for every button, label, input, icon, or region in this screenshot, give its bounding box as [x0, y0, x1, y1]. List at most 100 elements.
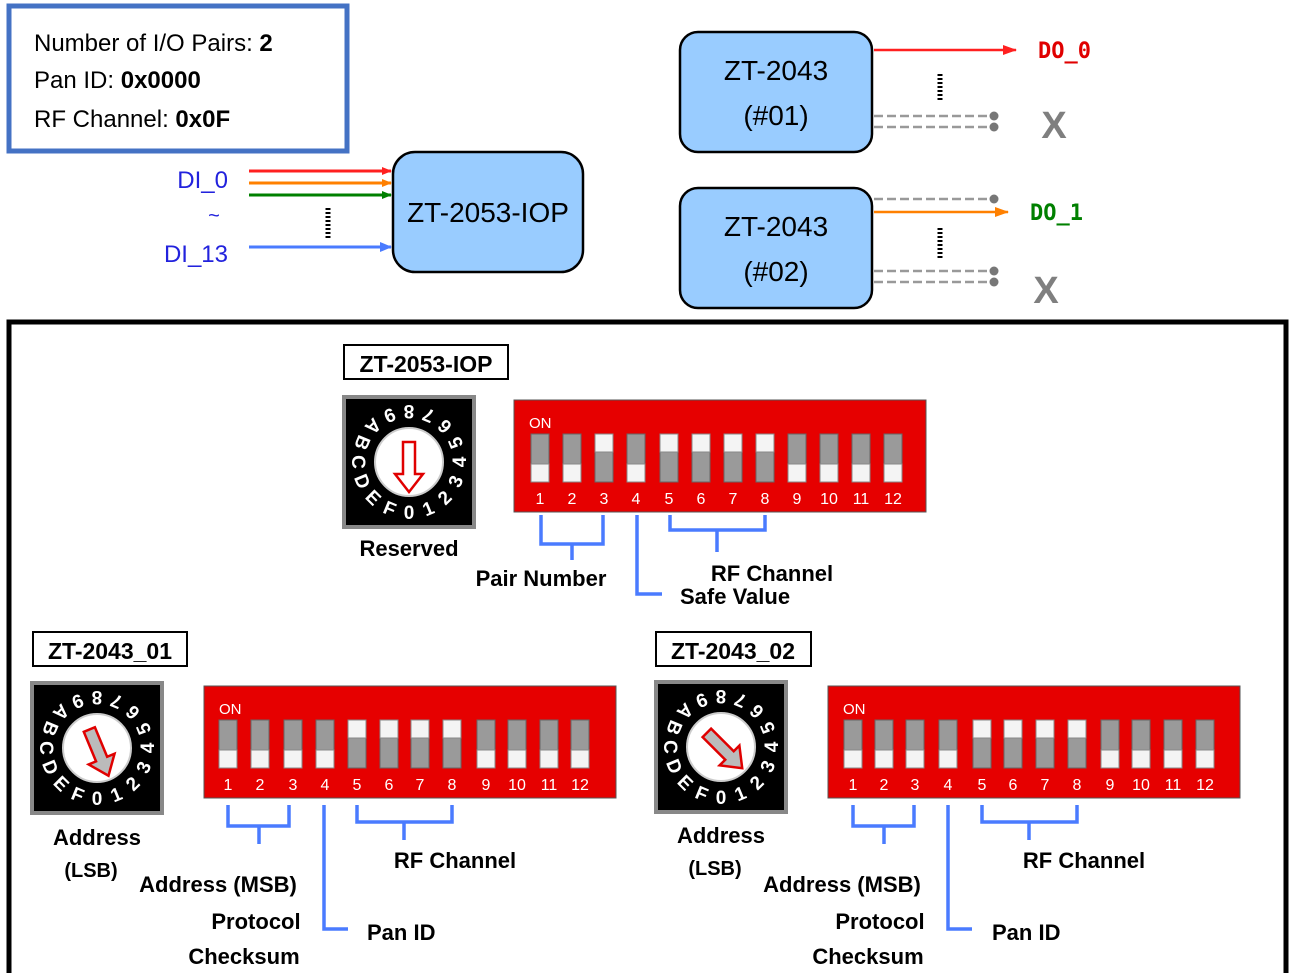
dip-switch-2[interactable]: 2 — [874, 719, 894, 794]
dip-switch-4[interactable]: 4 — [626, 433, 646, 508]
dip-knob — [851, 463, 871, 483]
dip-switch-12[interactable]: 12 — [883, 433, 903, 508]
dip-switch-7[interactable]: 7 — [410, 719, 430, 794]
dip-knob — [787, 463, 807, 483]
zt02-rotary-label-2: (LSB) — [688, 858, 741, 880]
dip-number-11: 11 — [541, 777, 558, 794]
dip-number-1: 1 — [224, 777, 233, 794]
zt01-title: ZT-2043_01 — [48, 638, 172, 664]
dip-switch-3[interactable]: 3 — [905, 719, 925, 794]
rotary-arrow-icon — [700, 726, 744, 770]
rotary-char-4: 4 — [450, 456, 471, 467]
dip-switch-11[interactable]: 11 — [539, 719, 559, 794]
dip-knob — [530, 463, 550, 483]
dip-number-3: 3 — [289, 777, 298, 794]
node2-unused-x: X — [1033, 270, 1059, 312]
rotary-char-C: C — [35, 741, 56, 755]
dip-number-6: 6 — [697, 491, 706, 508]
info-box: Number of I/O Pairs: 2 Pan ID: 0x0000 RF… — [6, 3, 350, 154]
dip-switch-9[interactable]: 9 — [787, 433, 807, 508]
dip-number-1: 1 — [536, 491, 545, 508]
dip-switch-8[interactable]: 8 — [442, 719, 462, 794]
dip-knob — [347, 719, 367, 739]
dip-switch-1[interactable]: 1 — [530, 433, 550, 508]
dip-on-label: ON — [219, 701, 242, 718]
dip-switch-9[interactable]: 9 — [1100, 719, 1120, 794]
dip-switch-2[interactable]: 2 — [562, 433, 582, 508]
dip-switch-6[interactable]: 6 — [379, 719, 399, 794]
dip-knob — [1195, 749, 1215, 769]
dip-switch-10[interactable]: 10 — [1131, 719, 1151, 794]
tilde-label: ~ — [208, 205, 220, 227]
dip-switch-12[interactable]: 12 — [1195, 719, 1215, 794]
pairs-label: Number of I/O Pairs: — [34, 30, 259, 57]
dip-number-8: 8 — [761, 491, 770, 508]
iop-box-label: ZT-2053-IOP — [407, 197, 569, 228]
dip-switch-1[interactable]: 1 — [218, 719, 238, 794]
rf-line: RF Channel: 0x0F — [34, 106, 230, 133]
dip-switch-6[interactable]: 6 — [1003, 719, 1023, 794]
dip-switch-1[interactable]: 1 — [843, 719, 863, 794]
dip-knob — [843, 749, 863, 769]
dip-switch-5[interactable]: 5 — [659, 433, 679, 508]
dip-number-9: 9 — [482, 777, 491, 794]
zt02-pan-label: Pan ID — [992, 920, 1060, 945]
dip-knob — [218, 749, 238, 769]
dip-number-10: 10 — [820, 491, 838, 508]
pan-line: Pan ID: 0x0000 — [34, 67, 201, 94]
dip-switch-5[interactable]: 5 — [972, 719, 992, 794]
dip-switch-2[interactable]: 2 — [250, 719, 270, 794]
node-1: ZT-2043 (#01) DO_0 X — [678, 30, 1091, 154]
dip-switch-4[interactable]: 4 — [315, 719, 335, 794]
dip-switch-3[interactable]: 3 — [594, 433, 614, 508]
dip-knob — [755, 433, 775, 453]
dip-knob — [819, 463, 839, 483]
node2-model: ZT-2043 — [724, 211, 828, 242]
dip-switch-9[interactable]: 9 — [476, 719, 496, 794]
dip-switch-6[interactable]: 6 — [691, 433, 711, 508]
dip-knob — [659, 433, 679, 453]
zt01-addr-label: Address (MSB) — [139, 872, 297, 897]
pair-number-label: Pair Number — [476, 566, 607, 591]
dip-knob — [476, 749, 496, 769]
dip-number-6: 6 — [385, 777, 394, 794]
dip-switch-7[interactable]: 7 — [1035, 719, 1055, 794]
dip-switch-12[interactable]: 12 — [570, 719, 590, 794]
node1-terminal-2 — [989, 122, 999, 132]
node1-id: (#01) — [743, 100, 808, 131]
dip-knob — [1100, 749, 1120, 769]
dip-number-11: 11 — [1165, 777, 1182, 794]
dip-switch-11[interactable]: 11 — [1163, 719, 1183, 794]
dip-knob — [1131, 749, 1151, 769]
dip-number-2: 2 — [256, 777, 265, 794]
dip-switch-11[interactable]: 11 — [851, 433, 871, 508]
dip-number-11: 11 — [853, 491, 870, 508]
dip-number-5: 5 — [353, 777, 362, 794]
dip-switch-10[interactable]: 10 — [819, 433, 839, 508]
dip-knob — [442, 719, 462, 739]
zt01-addr-brace — [226, 805, 291, 844]
dip-switch-3[interactable]: 3 — [283, 719, 303, 794]
node1-unused-x: X — [1041, 105, 1067, 147]
zt02-pan-line — [946, 805, 972, 931]
dip-switch-8[interactable]: 8 — [755, 433, 775, 508]
dip-knob — [594, 433, 614, 453]
dip-switch-4[interactable]: 4 — [938, 719, 958, 794]
dip-on-label: ON — [843, 701, 866, 718]
zt02-rf-brace — [980, 805, 1079, 840]
dip-switch-7[interactable]: 7 — [723, 433, 743, 508]
zt01-proto-label-1: Protocol — [211, 909, 300, 934]
dip-knob — [874, 749, 894, 769]
rotary-char-8: 8 — [92, 686, 103, 707]
dip-switch-8[interactable]: 8 — [1067, 719, 1087, 794]
dip-number-10: 10 — [508, 777, 526, 794]
dip-switch-10[interactable]: 10 — [507, 719, 527, 794]
dip-switch-5[interactable]: 5 — [347, 719, 367, 794]
pan-value: 0x0000 — [121, 67, 201, 94]
